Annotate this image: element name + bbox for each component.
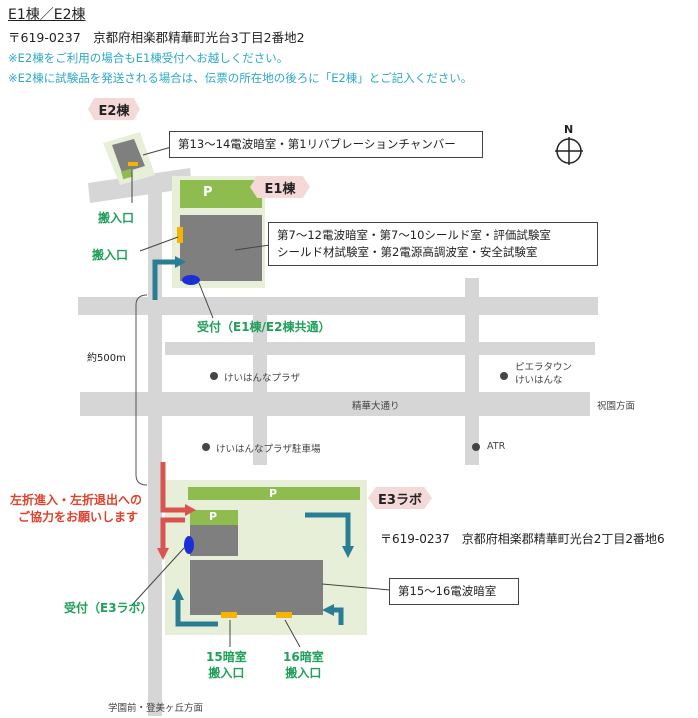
e1-callout: 第7～12電波暗室・第7～10シールド室・評価試験室 シールド材試験室・第2電源…: [268, 222, 598, 266]
roads: [78, 168, 598, 716]
e1-parking: [180, 180, 262, 208]
room16-loading-marker: [276, 612, 292, 618]
landmark-dots: [202, 372, 508, 451]
left-turn-arrows: [157, 462, 196, 560]
e3-parking-box-label: P: [209, 510, 218, 523]
e3-tag: E3ラボ: [368, 487, 432, 509]
leader-lines: [131, 145, 391, 648]
road-secondary: [165, 342, 595, 355]
e1-entry-arrow: [152, 259, 176, 300]
e1-parking-label: P: [203, 185, 213, 200]
e1-reception-marker: [182, 275, 200, 285]
e2-callout: 第13～14電波暗室・第1リバブレーションチャンバー: [169, 131, 483, 158]
compass-icon: [555, 137, 583, 165]
e2-loading-marker: [128, 162, 138, 166]
e3-reception-marker: [184, 536, 194, 554]
road-diagonal-e2: [88, 168, 192, 203]
direction-hosono: 祝園方面: [597, 401, 636, 412]
e3-circulation: [175, 512, 351, 627]
e3-annex-building: [190, 525, 238, 556]
direction-south: 学園前・登美ヶ丘方面: [108, 703, 204, 714]
e2-tag: E2棟: [88, 98, 140, 120]
landmark-atr: ATR: [487, 441, 506, 452]
street-seika-main: 精華大通り: [352, 401, 400, 412]
road-east-vertical: [465, 278, 479, 465]
e2-loading-label: 搬入口: [98, 211, 135, 225]
e2-parking-mini: [121, 168, 133, 180]
landmark-plaza-parking: けいはんなプラザ駐車場: [216, 444, 321, 455]
room15-label: 15暗室 搬入口: [206, 650, 247, 680]
e3-parking-strip-label: P: [269, 487, 278, 500]
e3-callout: 第15～16電波暗室: [389, 578, 519, 605]
landmark-keihanna-plaza: けいはんなプラザ: [224, 373, 301, 384]
e1-callout-line2: シールド材試験室・第2電源高調波室・安全試験室: [277, 245, 538, 259]
e1-loading-marker: [177, 227, 183, 243]
note-e2-shipping: ※E2棟に試験品を発送される場合は、伝票の所在地の後ろに「E2棟」とご記入くださ…: [8, 71, 473, 85]
e1-reception-label: 受付（E1棟/E2棟共通）: [197, 320, 331, 334]
e1-callout-line1: 第7～12電波暗室・第7～10シールド室・評価試験室: [277, 228, 551, 242]
room15-loading-marker: [221, 612, 237, 618]
e1-e2-address: 〒619-0237 京都府相楽郡精華町光台3丁目2番地2: [8, 30, 305, 45]
e3-parking-box: [190, 510, 238, 525]
note-e2-reception: ※E2棟をご利用の場合もE1棟受付へお越しください。: [8, 51, 289, 65]
e3-main-building: [190, 560, 323, 615]
e1-loading-label: 搬入口: [92, 248, 129, 262]
e3-address: 〒619-0237 京都府相楽郡精華町光台2丁目2番地6: [380, 532, 665, 546]
landmark-pieratown: ピエラタウン けいはんな: [515, 362, 573, 386]
e3-reception-label: 受付（E3ラボ）: [64, 601, 153, 615]
left-turn-note: 左折進入・左折退出への ご協力をお願いします: [10, 493, 143, 524]
e1-tag: E1棟: [250, 176, 310, 198]
room16-label: 16暗室 搬入口: [283, 650, 324, 680]
compass-north-label: N: [564, 123, 574, 136]
distance-label: 約500m: [85, 349, 128, 364]
distance-bracket: [135, 294, 148, 486]
page-title: E1棟／E2棟: [8, 7, 86, 23]
e3-parking-strip: [188, 487, 360, 500]
road-west-vertical: [148, 176, 162, 716]
road-seika-main: [80, 392, 590, 416]
